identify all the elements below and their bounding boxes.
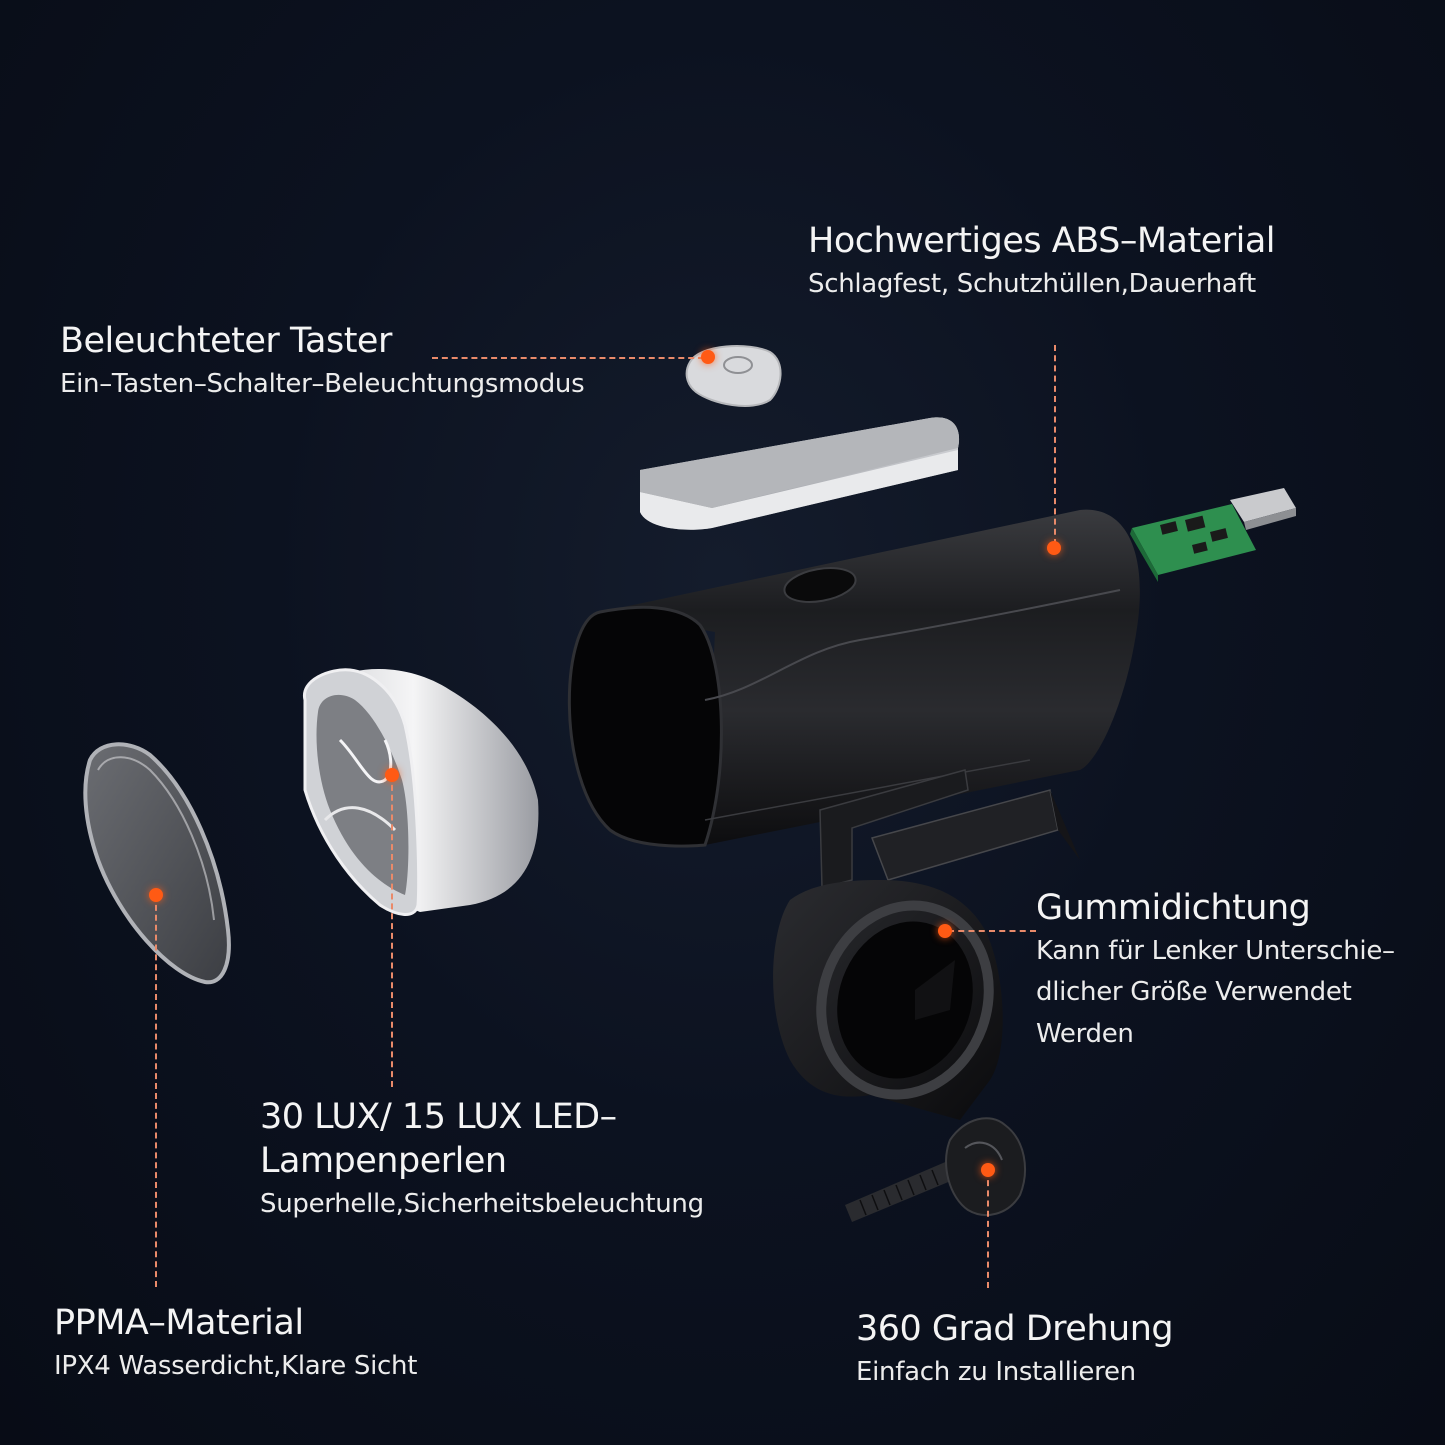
- marker-dot-button: [701, 350, 715, 364]
- marker-dot-led: [385, 768, 399, 782]
- callout-lens: PPMA–Material IPX4 Wasserdicht,Klare Sic…: [54, 1302, 417, 1387]
- callout-title-line-1: 30 LUX/ 15 LUX LED–: [260, 1097, 617, 1137]
- callout-title: Gummidichtung: [1036, 888, 1311, 928]
- callout-subtitle-line-3: Werden: [1036, 1018, 1134, 1049]
- leader-line-led: [391, 775, 393, 1087]
- callout-rubber-seal: Gummidichtung Kann für Lenker Unterschie…: [1036, 887, 1395, 1056]
- reflector-cup-part: [303, 668, 539, 916]
- marker-dot-abs: [1047, 541, 1061, 555]
- handlebar-mount-part: [773, 769, 1080, 1120]
- marker-dot-lens: [149, 888, 163, 902]
- callout-title: Beleuchteter Taster: [60, 321, 392, 361]
- callout-led: 30 LUX/ 15 LUX LED– Lampenperlen Superhe…: [260, 1096, 704, 1225]
- leader-line-abs: [1054, 345, 1056, 545]
- marker-dot-seal: [938, 924, 952, 938]
- callout-subtitle: Einfach zu Installieren: [856, 1356, 1136, 1387]
- callout-title-line-2: Lampenperlen: [260, 1140, 507, 1181]
- callout-subtitle: Ein–Tasten–Schalter–Beleuchtungsmodus: [60, 368, 585, 399]
- callout-subtitle-line-1: Kann für Lenker Unterschie–: [1036, 935, 1395, 966]
- callout-subtitle-line-2: dlicher Größe Verwendet: [1036, 977, 1352, 1008]
- callout-title: 360 Grad Drehung: [856, 1309, 1174, 1349]
- housing-tube-part: [567, 509, 1140, 848]
- battery-part: [640, 417, 960, 530]
- leader-line-button: [432, 357, 704, 359]
- callout-rotation: 360 Grad Drehung Einfach zu Installieren: [856, 1308, 1174, 1393]
- callout-title: PPMA–Material: [54, 1303, 304, 1343]
- callout-subtitle: Schlagfest, Schutzhüllen,Dauerhaft: [808, 268, 1256, 299]
- front-lens-part: [83, 742, 231, 985]
- callout-title: Hochwertiges ABS–Material: [808, 221, 1276, 261]
- leader-line-seal: [948, 930, 1036, 932]
- leader-line-rotation: [987, 1170, 989, 1288]
- thumb-screw-part: [845, 1117, 1026, 1222]
- callout-subtitle: Superhelle,Sicherheitsbeleuchtung: [260, 1188, 704, 1219]
- callout-abs-material: Hochwertiges ABS–Material Schlagfest, Sc…: [808, 220, 1276, 305]
- callout-button: Beleuchteter Taster Ein–Tasten–Schalter–…: [60, 320, 585, 405]
- marker-dot-rotation: [981, 1163, 995, 1177]
- leader-line-lens: [155, 895, 157, 1287]
- callout-subtitle: IPX4 Wasserdicht,Klare Sicht: [54, 1350, 418, 1381]
- circuit-board-part: [1130, 488, 1296, 582]
